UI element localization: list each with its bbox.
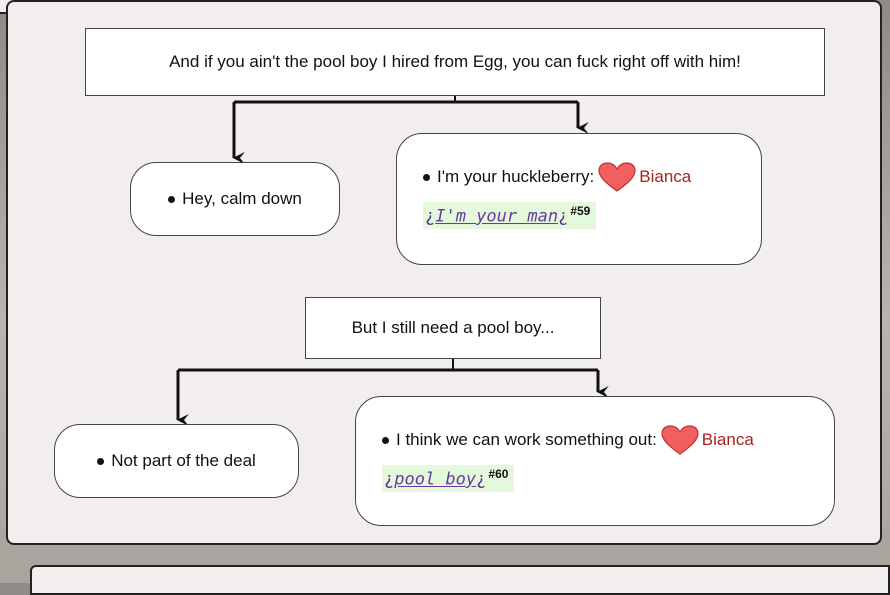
- choice-node[interactable]: I'm your huckleberry: Bianca ¿I'm your m…: [396, 133, 762, 265]
- bullet: [423, 173, 430, 181]
- choice-text: I think we can work something out:: [396, 430, 657, 449]
- connector-lines: [176, 96, 609, 426]
- bullet: [168, 195, 176, 203]
- choice-node[interactable]: I think we can work something out: Bianc…: [355, 396, 835, 526]
- reference-number: #59: [570, 204, 591, 218]
- prompt-text: And if you ain't the pool boy I hired fr…: [169, 52, 741, 71]
- choice-text: Hey, calm down: [182, 189, 302, 208]
- link-tag: ¿I'm your man¿#59: [423, 202, 597, 229]
- prompt-text: But I still need a pool boy...: [351, 318, 555, 337]
- dialogue-link[interactable]: pool boy: [394, 469, 477, 490]
- link-tag: ¿pool boy¿#60: [382, 465, 515, 492]
- reference-number: #60: [488, 467, 509, 481]
- choice-node[interactable]: Hey, calm down: [130, 162, 340, 236]
- choice-text: I'm your huckleberry:: [437, 167, 595, 186]
- choice-text: Not part of the deal: [111, 451, 256, 470]
- character-name: Bianca: [701, 430, 754, 449]
- heart-icon: [598, 162, 636, 192]
- choice-node[interactable]: Not part of the deal: [54, 424, 299, 498]
- dialogue-link[interactable]: I'm your man: [435, 206, 559, 227]
- prompt-node: But I still need a pool boy...: [305, 297, 601, 359]
- heart-icon: [661, 425, 699, 455]
- bullet: [97, 457, 105, 465]
- prompt-node: And if you ain't the pool boy I hired fr…: [85, 28, 825, 96]
- bullet: [382, 436, 389, 444]
- character-name: Bianca: [639, 167, 692, 186]
